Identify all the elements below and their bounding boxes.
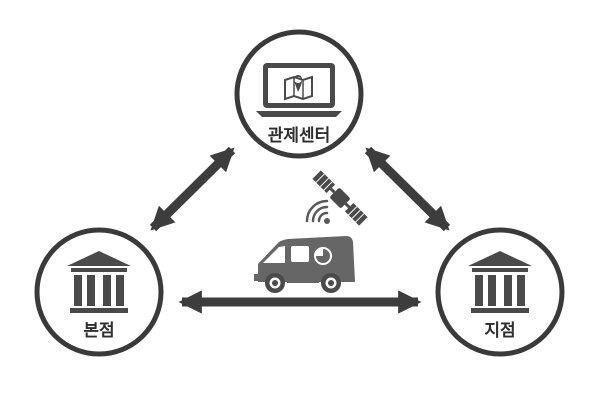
satellite-icon xyxy=(312,170,368,226)
node-head-office: 본점 xyxy=(34,227,164,357)
signal-waves-icon xyxy=(305,199,330,224)
head-office-label: 본점 xyxy=(83,321,114,341)
bank-building-icon xyxy=(67,251,131,313)
branch-office-label: 지점 xyxy=(484,321,515,341)
node-branch-office: 지점 xyxy=(435,227,565,357)
arrow-control-head xyxy=(149,146,236,232)
control-center-label: 관제센터 xyxy=(268,126,331,146)
security-van-icon xyxy=(254,236,355,293)
arrow-control-branch xyxy=(364,146,451,232)
laptop-map-icon xyxy=(256,63,342,117)
bank-building-icon xyxy=(468,251,532,313)
node-control-center: 관제센터 xyxy=(234,29,364,159)
